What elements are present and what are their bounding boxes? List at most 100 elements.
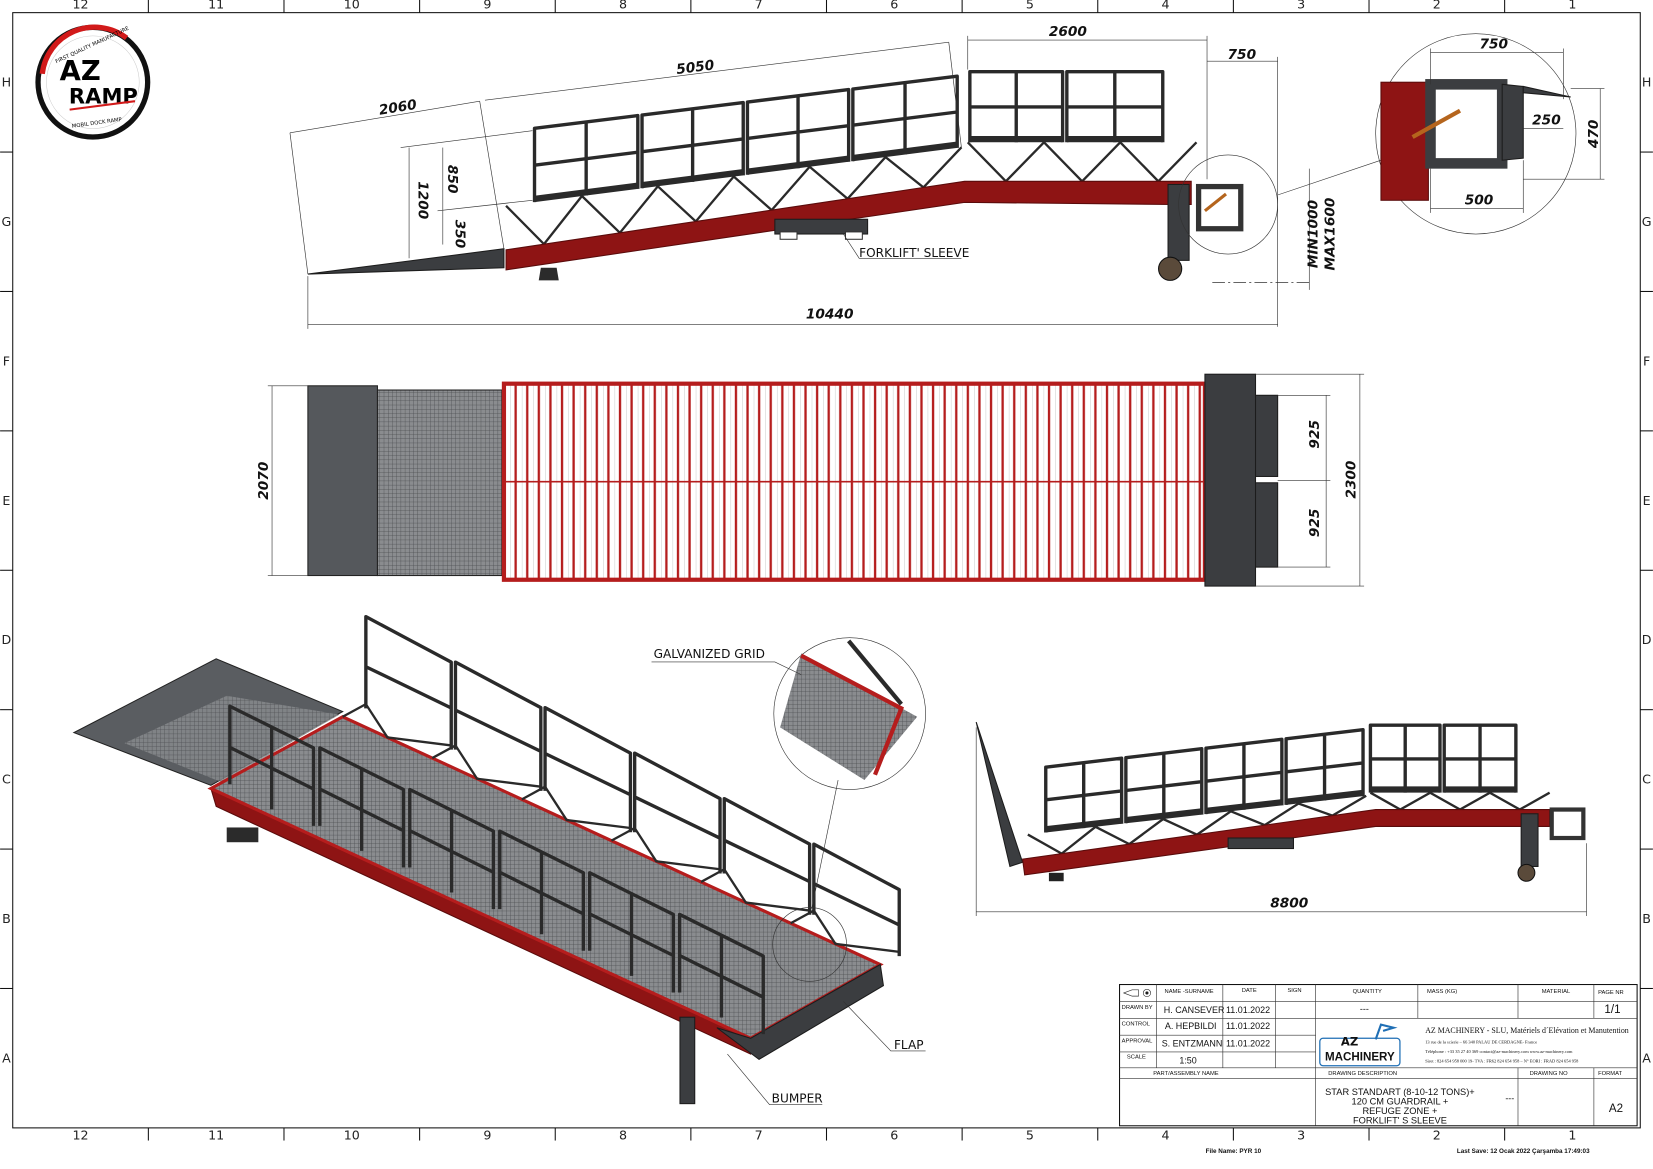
- guardrail-panel: [968, 69, 1065, 143]
- dim-total-height: 1200: [415, 181, 431, 220]
- dim-total-length: 10440: [806, 306, 854, 322]
- plan-dim-half-upper: 925: [1307, 420, 1323, 449]
- plan-dim-total-width: 2300: [1344, 460, 1360, 499]
- zone-row-label: G: [2, 214, 12, 229]
- iso-near-guardrail-panel: [498, 829, 586, 951]
- format-value: A2: [1609, 1103, 1623, 1115]
- zone-column-label: 10: [344, 1127, 360, 1142]
- zone-row-label: E: [1643, 493, 1651, 508]
- iso-far-guardrail-panel: [364, 614, 453, 750]
- zone-column-label: 11: [208, 1127, 224, 1142]
- zone-column-label: 4: [1162, 0, 1170, 11]
- logo-brand-bottom: RAMP: [69, 83, 138, 108]
- zone-row-label: H: [2, 75, 11, 90]
- projection-symbol-icon: [1122, 988, 1151, 997]
- detail-dim-width: 750: [1479, 36, 1508, 52]
- zone-column-label: 10: [344, 0, 360, 11]
- scale-label: SCALE: [1127, 1054, 1146, 1060]
- label-galvanized-grid: GALVANIZED GRID: [654, 647, 765, 661]
- zone-column-label: 7: [755, 0, 763, 11]
- guardrail-panel: [1284, 728, 1365, 805]
- dim-toe-height: 350: [451, 220, 467, 249]
- wheel: [1158, 256, 1183, 281]
- rear-leg: [1167, 183, 1190, 261]
- side-view: 2060 5050 2600 750 10440 1200 850 350 MI…: [289, 24, 1382, 329]
- iso-truss: [342, 702, 452, 747]
- iso-truss: [521, 785, 631, 830]
- company-name: AZ MACHINERY - SLU, Matériels d´Elévatio…: [1425, 1026, 1629, 1035]
- zone-row-label: G: [1642, 214, 1652, 229]
- logo-brand-top: AZ: [60, 56, 101, 87]
- plan-view: 2070 2300 925 925: [256, 373, 1365, 587]
- guardrail-panel: [1044, 756, 1124, 833]
- iso-truss: [790, 909, 900, 954]
- label-flap: FLAP: [894, 1038, 924, 1052]
- header-quantity: QUANTITY: [1353, 989, 1382, 995]
- zone-column-label: 2: [1433, 1127, 1441, 1142]
- zone-column-label: 3: [1297, 1127, 1305, 1142]
- toe-board: [969, 135, 1063, 143]
- description-line-1: STAR STANDART (8-10-12 TONS)+: [1325, 1087, 1475, 1097]
- zone-column-label: 5: [1026, 0, 1034, 11]
- zone-row-label: D: [2, 632, 12, 647]
- detail-dim-flap: 250: [1532, 112, 1561, 128]
- iso-truss: [700, 867, 810, 912]
- zone-column-label: 1: [1568, 1127, 1576, 1142]
- guardrail-panel: [1442, 723, 1518, 793]
- detail-dim-inner: 500: [1465, 192, 1494, 208]
- dim-lift-min: MIN1000: [1306, 199, 1322, 268]
- toe-board: [747, 155, 849, 175]
- iso-far-guardrail-panel: [722, 796, 812, 915]
- toe-board: [1444, 786, 1516, 793]
- company-logo-top: AZ: [1341, 1035, 1358, 1049]
- header-material: MATERIAL: [1542, 989, 1571, 995]
- iso-far-guardrail-panel: [632, 751, 722, 874]
- zone-column-label: 12: [73, 0, 89, 11]
- zone-column-label: 8: [619, 0, 627, 11]
- date-control: 11.01.2022: [1226, 1021, 1270, 1031]
- zone-column-label: 9: [483, 1127, 491, 1142]
- toe-board: [852, 141, 958, 162]
- iso-near-guardrail-panel: [408, 787, 496, 910]
- dim-lift-max: MAX1600: [1323, 197, 1339, 270]
- zone-column-label: 2: [1433, 0, 1441, 11]
- toe-board: [1045, 817, 1122, 833]
- guardrail-panel: [640, 100, 745, 189]
- toe-board: [1286, 789, 1364, 805]
- drawing-no-value: ---: [1505, 1094, 1514, 1104]
- front-support-foot: [538, 267, 559, 281]
- header-sign: SIGN: [1287, 988, 1301, 994]
- toe-board: [1125, 808, 1202, 824]
- zone-row-label: F: [3, 353, 10, 368]
- zone-column-label: 4: [1162, 1127, 1170, 1142]
- detail-dim-height: 470: [1586, 119, 1602, 149]
- file-name: File Name: PYR 10: [1206, 1148, 1262, 1155]
- name-control: A. HEPBILDI: [1165, 1021, 1217, 1031]
- iso-far-guardrail-panel: [453, 660, 543, 791]
- zone-column-label: 1: [1568, 0, 1576, 11]
- detail-view-refuge: 750 250 470 500: [1375, 33, 1605, 235]
- iso-near-guardrail-panel: [587, 871, 675, 993]
- zone-row-label: A: [1642, 1050, 1651, 1065]
- zone-column-label: 9: [483, 0, 491, 11]
- toe-board: [1066, 135, 1163, 143]
- iso-truss: [431, 743, 541, 788]
- header-date: DATE: [1242, 988, 1257, 994]
- toe-board: [642, 168, 744, 189]
- title-block: NAME -SURNAME DATE SIGN QUANTITY MASS (K…: [1119, 984, 1638, 1127]
- az-machinery-logo: AZ MACHINERY: [1319, 1023, 1401, 1067]
- header-page: PAGE NR: [1598, 990, 1624, 996]
- label-forklift-sleeve: FORKLIFT' SLEEVE: [859, 246, 969, 260]
- zone-column-label: 6: [890, 0, 898, 11]
- refuge-box: [1195, 183, 1244, 232]
- flap-upper: [1254, 394, 1279, 477]
- iso-front-leg: [679, 1016, 696, 1105]
- date-drawn: 11.01.2022: [1226, 1005, 1270, 1015]
- zone-row-label: E: [2, 493, 10, 508]
- guardrail-panel: [1124, 747, 1204, 824]
- part-name-label: PART/ASSEMBLY NAME: [1153, 1071, 1219, 1077]
- plan-dim-width: 2070: [256, 461, 272, 500]
- format-label: FORMAT: [1598, 1071, 1622, 1077]
